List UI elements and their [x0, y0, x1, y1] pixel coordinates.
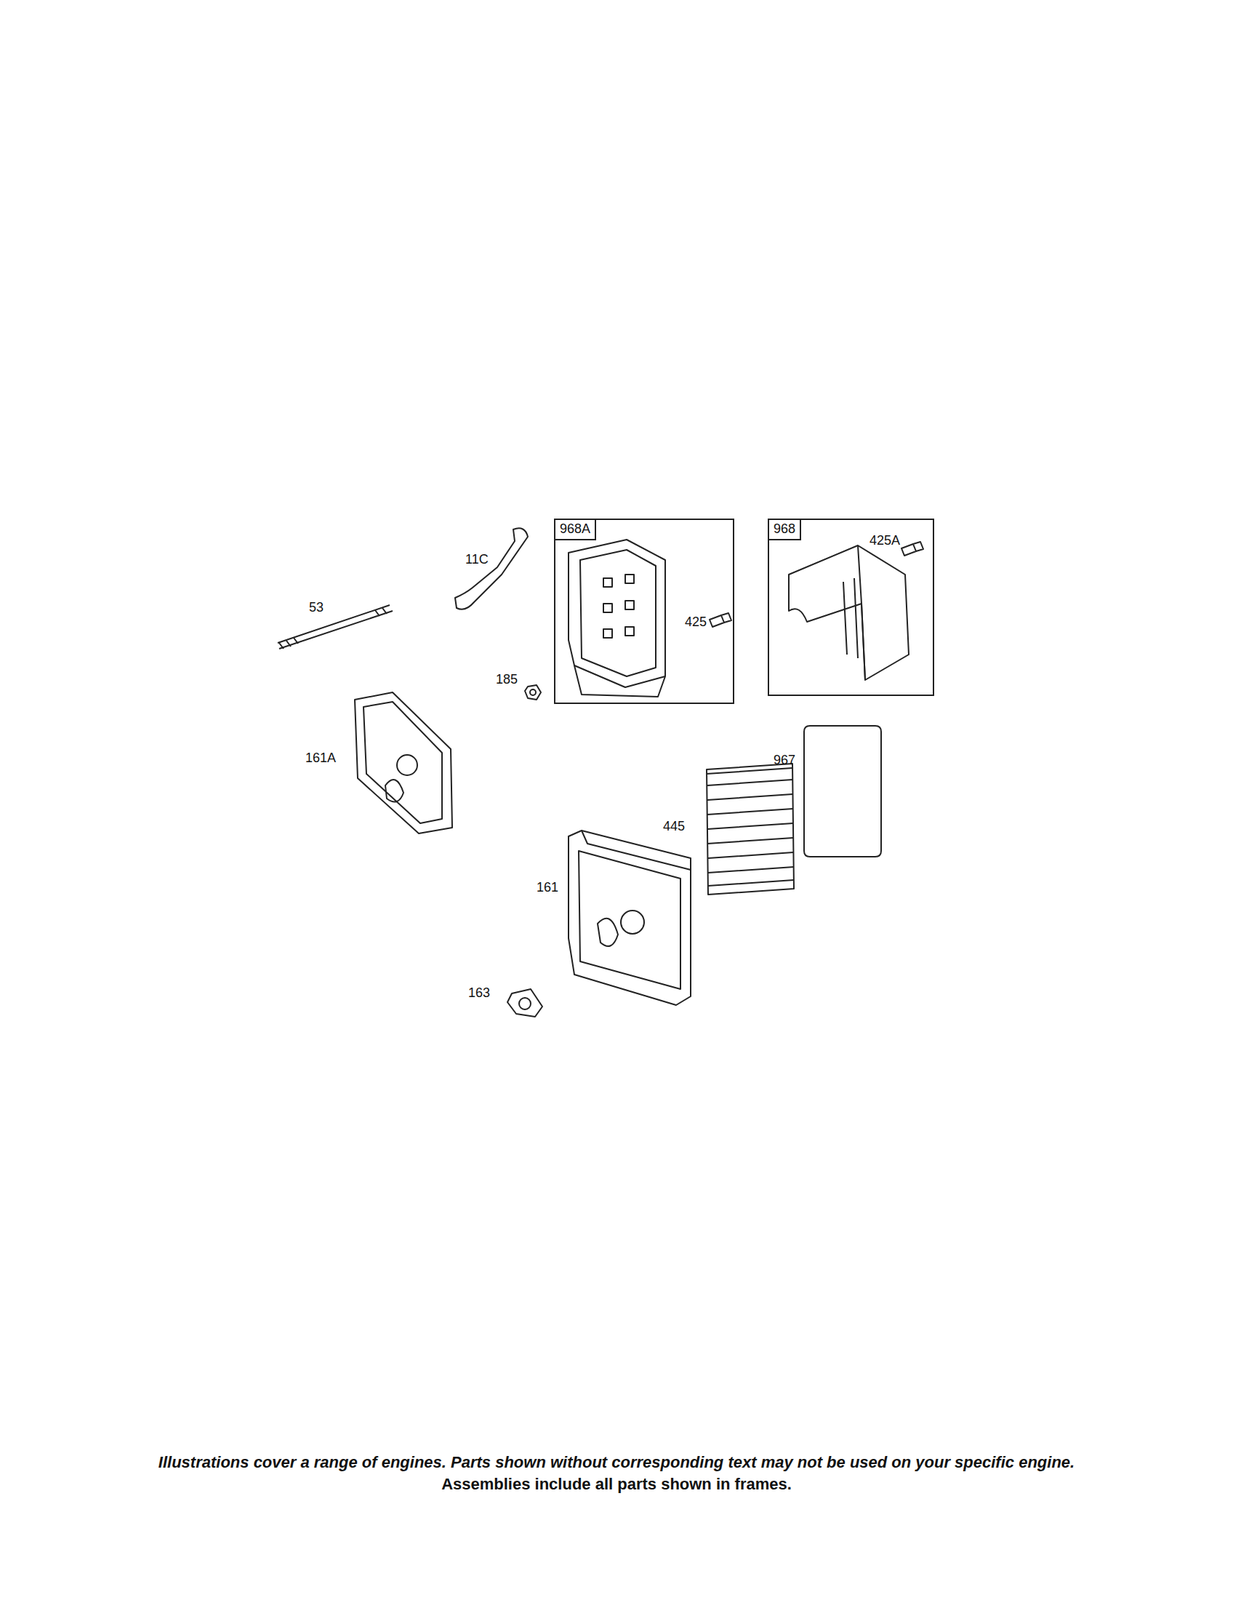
- assembly-frame: 968 425A: [767, 518, 935, 696]
- screw: [709, 612, 732, 627]
- paper-filter: [706, 763, 794, 895]
- callout-number: 425: [684, 615, 707, 630]
- nut: [524, 684, 541, 700]
- foam-precleaner: [804, 725, 882, 857]
- callout-number: 425A: [869, 533, 901, 549]
- breather-hose: [455, 527, 528, 609]
- callout-number: 185: [495, 672, 518, 688]
- callout-number: 445: [663, 819, 685, 834]
- assembly-frame: 968A 425: [553, 518, 735, 704]
- callout-number: 161: [536, 880, 559, 895]
- note: Assemblies include all parts shown in fr…: [0, 1474, 1233, 1494]
- air-cleaner-base: [568, 830, 691, 1005]
- callout-number: 161A: [305, 750, 336, 766]
- gasket: [507, 988, 543, 1017]
- air-cleaner-cover: [788, 545, 909, 680]
- callout-number: 53: [308, 600, 324, 616]
- stud-rod: [277, 604, 393, 649]
- callout-number: 163: [468, 985, 491, 1001]
- air-cleaner-cover: [568, 539, 666, 697]
- assembly-number: 968: [769, 519, 802, 541]
- callout-number: 967: [773, 753, 796, 768]
- callout-number: 11C: [465, 552, 489, 568]
- assembly-number: 968A: [555, 519, 597, 541]
- screw: [901, 541, 924, 556]
- caption: Illustrations cover a range of engines. …: [0, 1452, 1233, 1472]
- base-plate: [354, 692, 453, 834]
